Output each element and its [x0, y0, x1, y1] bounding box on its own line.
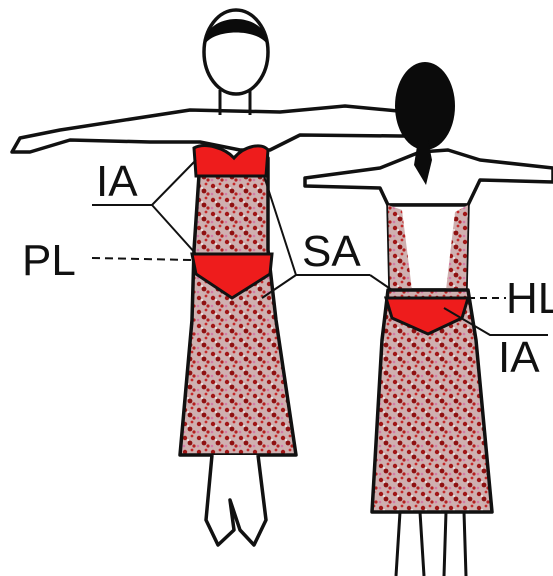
front-dress: [180, 158, 296, 455]
front-legs: [206, 455, 266, 545]
label-back-ia: IA: [498, 333, 540, 382]
label-front-pl: PL: [22, 236, 76, 285]
label-front-ia: IA: [96, 157, 138, 206]
back-legs: [396, 512, 466, 576]
front-arms: [12, 106, 448, 152]
back-head: [395, 62, 455, 150]
label-front-sa: SA: [302, 227, 361, 276]
label-back-hl: HL: [506, 274, 553, 323]
front-bra: [194, 146, 268, 176]
